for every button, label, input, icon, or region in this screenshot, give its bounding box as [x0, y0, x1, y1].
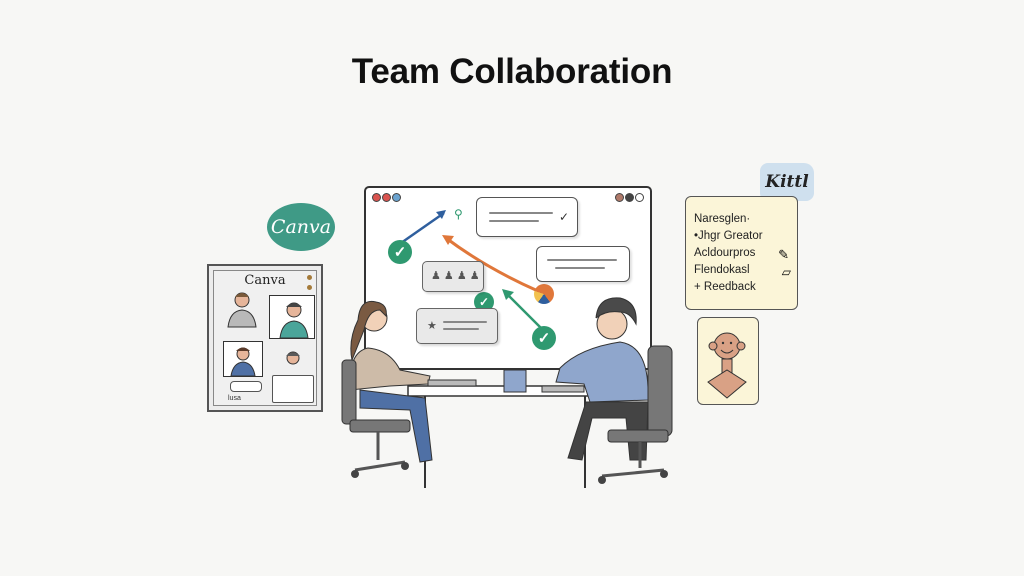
kittl-logo-tag: Kittl: [760, 163, 814, 201]
screw-icon: [307, 285, 312, 290]
team-icons: ♟ ♟ ♟ ♟: [431, 270, 480, 282]
svg-text:⚲: ⚲: [454, 207, 463, 221]
comment-bubble-1: ✓: [476, 197, 578, 237]
note-line: •Jhgr Greator: [694, 230, 763, 242]
note-line: Acldourpros: [694, 247, 756, 259]
checkmark-icon: ✓: [474, 292, 494, 312]
id-card-icon: [272, 375, 314, 403]
person-photo-1: [227, 292, 257, 328]
avatar-icon: [707, 332, 747, 399]
screw-icon: [307, 275, 312, 280]
window-dot-red[interactable]: [372, 193, 381, 202]
person-photo-2: [269, 295, 315, 339]
window-dot-red[interactable]: [382, 193, 391, 202]
person-photo-3: [223, 341, 263, 377]
pencil-icon: ✎: [778, 247, 789, 262]
note-line: Flendokasl: [694, 264, 750, 276]
window-dot-brown[interactable]: [615, 193, 624, 202]
note-line: Naresglen·: [694, 213, 751, 225]
checkmark-icon: ✓: [532, 326, 556, 350]
usb-icon: [230, 381, 262, 392]
page-title: Team Collaboration: [351, 52, 673, 91]
eraser-icon: ▱: [781, 265, 791, 279]
checkmark-icon: ✓: [388, 240, 412, 264]
task-card-team[interactable]: ♟ ♟ ♟ ♟: [422, 261, 484, 292]
star-icon: ★: [427, 320, 437, 332]
avatar-card: [697, 317, 759, 405]
board-footer-label: lusa: [228, 395, 241, 402]
window-dot-white[interactable]: [635, 193, 644, 202]
person-photo-4: [286, 351, 300, 365]
window-dot-black[interactable]: [625, 193, 634, 202]
team-scene: [341, 297, 673, 488]
color-wheel-icon: [534, 284, 554, 304]
kittl-feature-note: Naresglen· •Jhgr Greator Acldourpros Fle…: [685, 196, 798, 310]
canva-logo-badge: Canva: [267, 203, 335, 251]
canva-board: Canva lusa: [207, 264, 323, 412]
canva-board-title: Canva: [244, 273, 286, 288]
note-line: + Reedback: [694, 281, 756, 293]
comment-bubble-2: [536, 246, 630, 282]
window-dot-blue[interactable]: [392, 193, 401, 202]
task-card-starred[interactable]: ★: [416, 308, 498, 344]
workspace-window: ⚲ ✓ ✓ ✓ ✓ ♟ ♟ ♟ ♟ ★: [364, 186, 652, 370]
check-small-icon: ✓: [558, 210, 569, 224]
workflow-arrows: ⚲: [400, 207, 542, 329]
